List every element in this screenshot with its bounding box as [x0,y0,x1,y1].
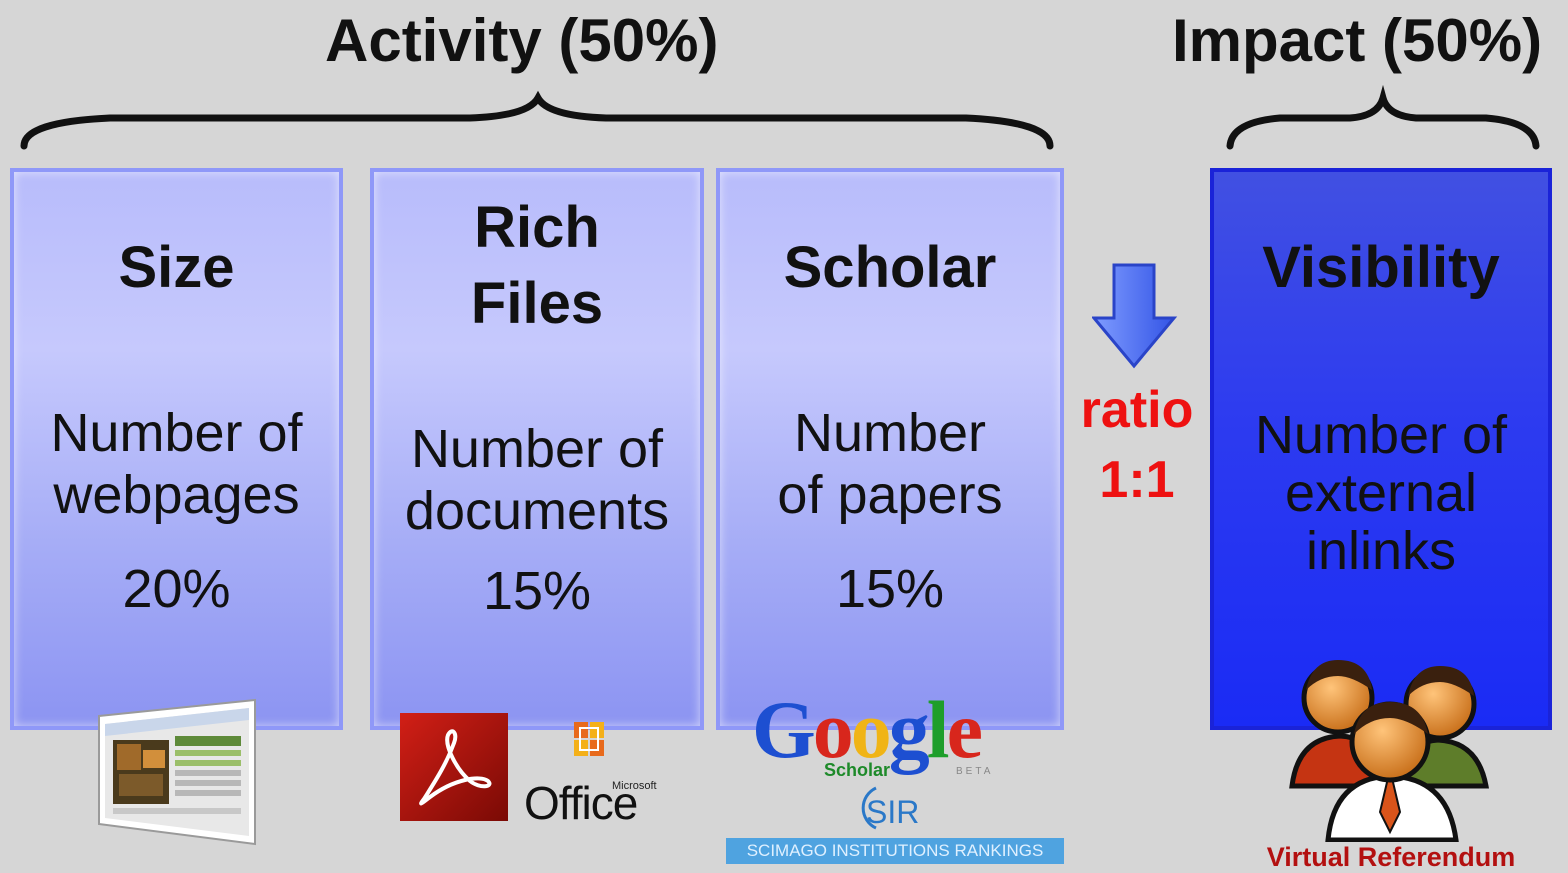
scholar-column: Scholar Number of papers 15% [716,168,1064,730]
rich-files-title: Rich Files [470,195,604,336]
office-brand: Microsoft [612,780,657,792]
webpage-screenshot-icon [98,698,256,846]
sir-text: SIR [866,794,920,830]
size-column: Size Number of webpages 20% [10,168,343,730]
scholar-title: Scholar [783,235,997,300]
scholar-description: Number of papers [777,403,1003,525]
scimago-banner: SCIMAGO INSTITUTIONS RANKINGS [726,838,1064,864]
impact-heading: Impact (50%) [1172,7,1543,74]
rich-files-weight: 15% [482,561,592,621]
scholar-weight: 15% [835,559,945,619]
size-weight: 20% [122,559,231,619]
virtual-referendum-caption: Virtual Referendum [1266,842,1516,872]
impact-brace [1226,84,1540,150]
google-scholar-product: Scholar [824,760,891,780]
adobe-pdf-icon [400,713,508,821]
activity-heading: Activity (50%) [325,7,719,74]
activity-brace [20,90,1054,150]
office-name: Office [524,777,638,829]
rich-files-column: Rich Files Number of documents 15% [370,168,704,730]
office-squares-icon [574,722,604,756]
visibility-description: Number of external inlinks [1254,405,1508,581]
size-description: Number of webpages [50,403,303,525]
sir-logo: SIR [852,782,932,832]
google-wordmark: Google [752,684,983,775]
google-scholar-logo: Google Scholar BETA [750,680,1020,790]
people-group-icon [1289,660,1489,842]
visibility-column: Visibility Number of external inlinks [1210,168,1552,730]
down-arrow-icon [1092,263,1178,369]
ratio-label: ratio 1:1 [1066,380,1208,510]
sir-arc-icon [861,786,877,830]
visibility-title: Visibility [1262,235,1500,300]
office-logo: Microsoft Office [520,718,670,829]
google-beta-label: BETA [956,766,994,777]
size-title: Size [118,235,235,300]
rich-files-description: Number of documents [404,419,670,541]
ratio-word: ratio [1080,381,1194,439]
ratio-value: 1:1 [1099,451,1175,509]
